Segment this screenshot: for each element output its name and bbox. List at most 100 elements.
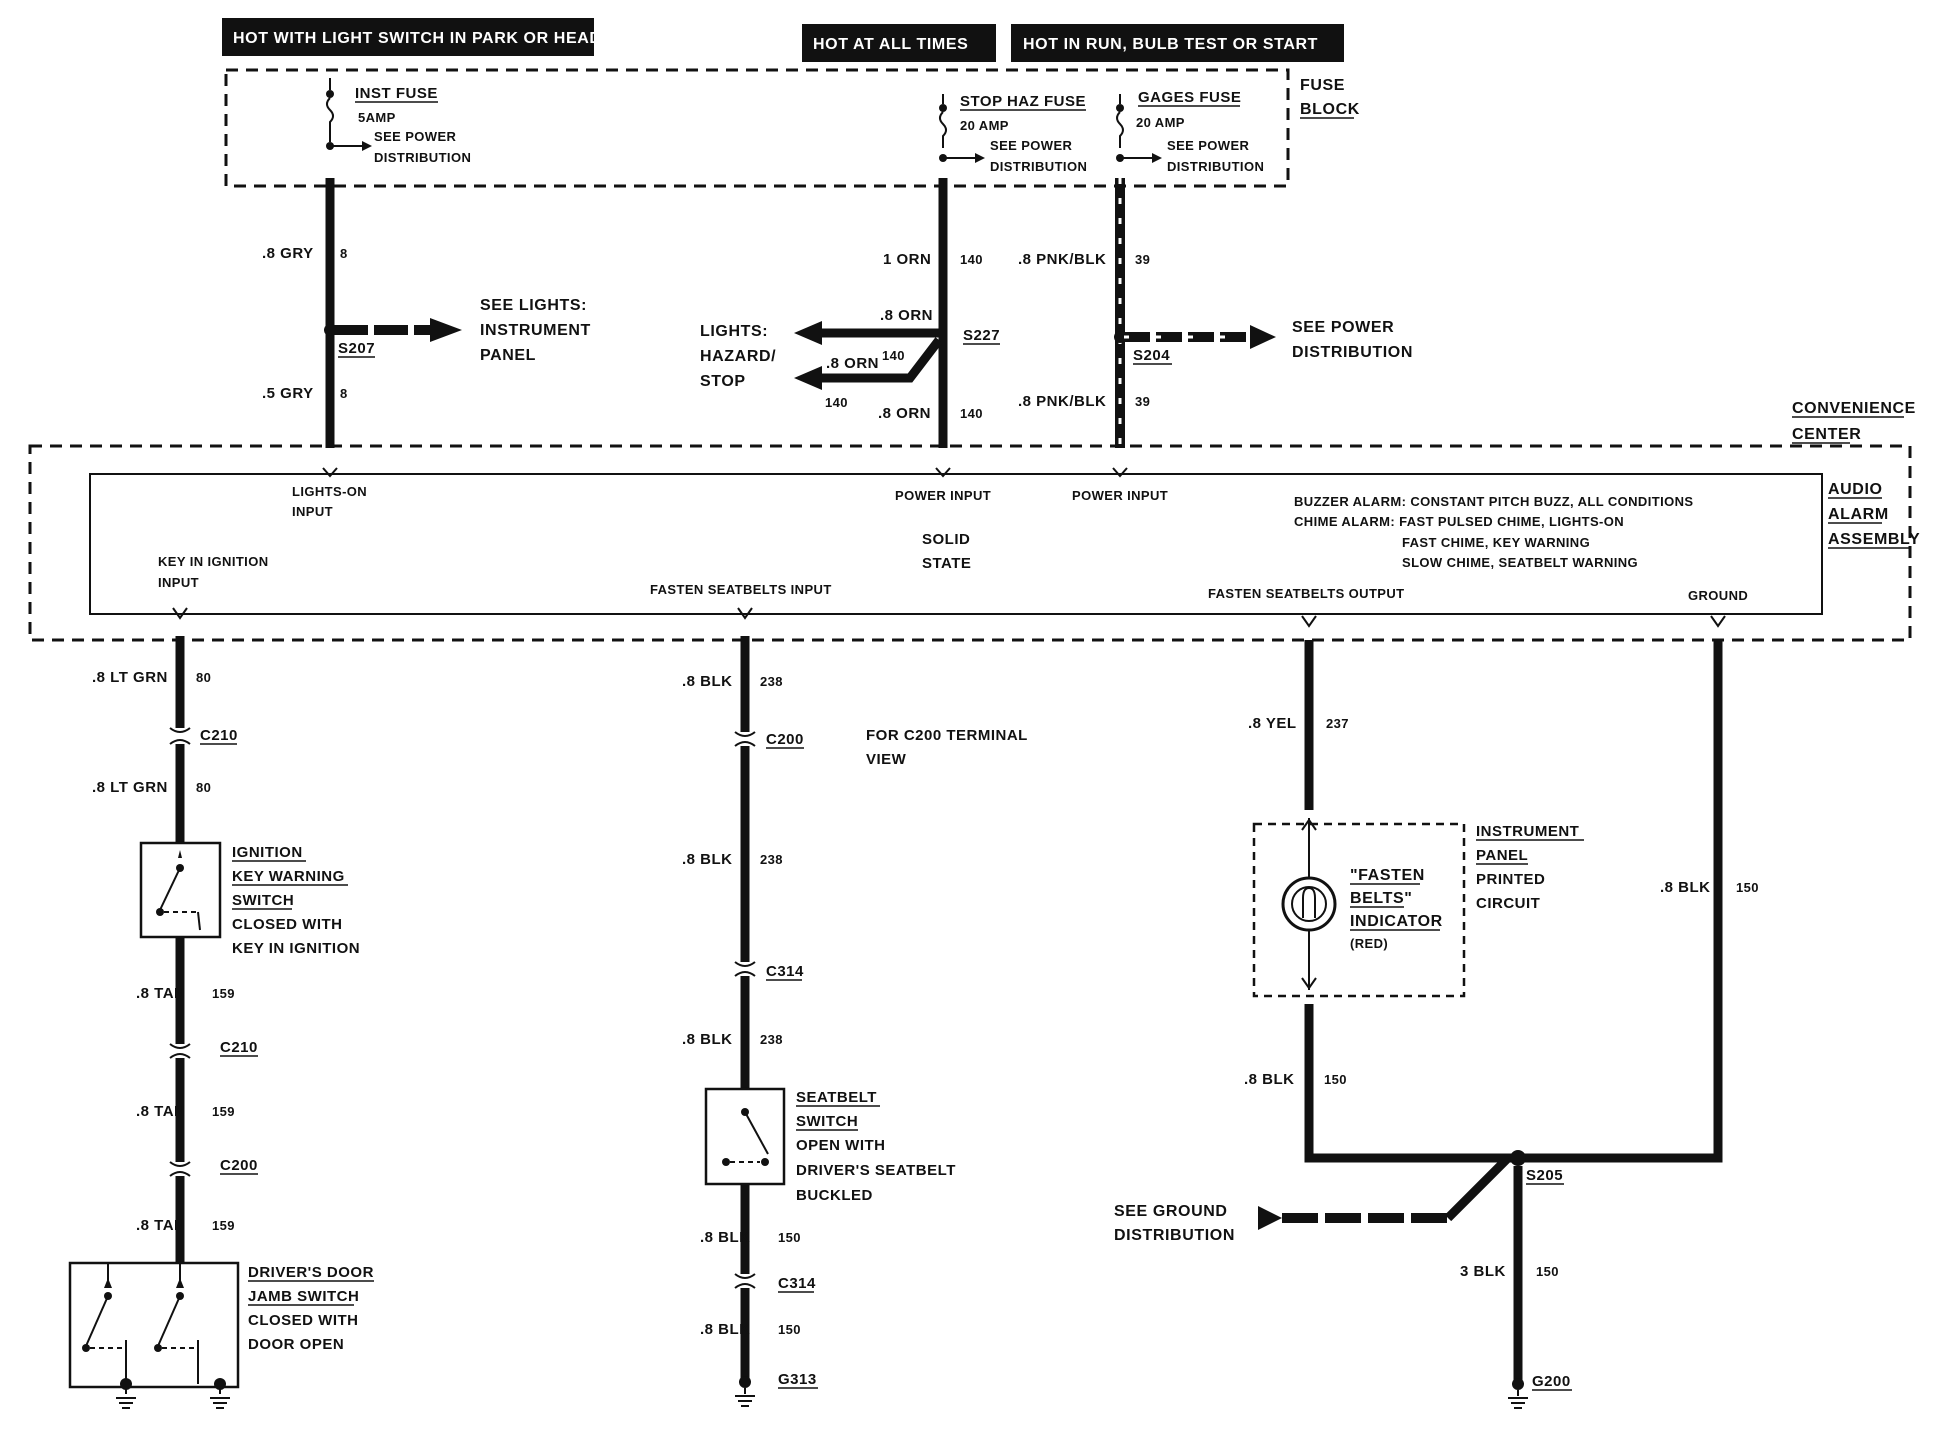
mid-w3-circuit: 238 (760, 1032, 783, 1047)
stop-haz-fuse-see2: DISTRIBUTION (990, 159, 1087, 174)
svg-text:INDICATOR: INDICATOR (1350, 913, 1443, 930)
fuse-block-label-2: BLOCK (1300, 101, 1360, 118)
ground-g313-symbol (735, 1376, 755, 1407)
pnk-lower-circuit: 39 (1135, 394, 1150, 409)
gry-lower-size: .5 GRY (262, 385, 314, 402)
power-arrow (1250, 325, 1276, 349)
svg-text:DOOR OPEN: DOOR OPEN (248, 1336, 344, 1353)
indicator-text: "FASTEN BELTS" INDICATOR (RED) (1350, 867, 1443, 951)
splice-s227: S227 (963, 327, 1000, 344)
left-w5-size: .8 TAN (136, 1217, 185, 1234)
inst-fuse-symbol (326, 78, 372, 151)
svg-text:DRIVER'S SEATBELT: DRIVER'S SEATBELT (796, 1162, 956, 1179)
right-w1-size: .8 YEL (1248, 715, 1297, 732)
instrument-panel-circuit-text: INSTRUMENT PANEL PRINTED CIRCUIT (1476, 823, 1584, 912)
header-run-bulb-text: HOT IN RUN, BULB TEST OR START (1023, 36, 1318, 53)
header-run-bulb: HOT IN RUN, BULB TEST OR START (1011, 24, 1344, 62)
orn-branch2-size: .8 ORN (826, 355, 879, 372)
inst-fuse-see2: DISTRIBUTION (374, 150, 471, 165)
svg-text:PRINTED: PRINTED (1476, 871, 1545, 888)
alarm-lights-on-1: LIGHTS-ON (292, 484, 367, 499)
ref-lights-ip-2: INSTRUMENT (480, 322, 591, 339)
alarm-desc-1: BUZZER ALARM: CONSTANT PITCH BUZZ, ALL C… (1294, 494, 1693, 509)
svg-text:IGNITION: IGNITION (232, 844, 303, 861)
gry-upper-size: .8 GRY (262, 245, 314, 262)
orn-lower-circuit: 140 (960, 406, 983, 421)
ref-lights-ip-1: SEE LIGHTS: (480, 297, 587, 314)
ref-lights-ip-3: PANEL (480, 347, 536, 364)
connector-c210b: C210 (220, 1039, 258, 1056)
header-light-switch-text: HOT WITH LIGHT SWITCH IN PARK OR HEAD (233, 30, 602, 47)
right-w4-circuit: 150 (1536, 1264, 1559, 1279)
gages-fuse-symbol (1116, 94, 1162, 163)
mid-w1-size: .8 BLK (682, 673, 733, 690)
ignition-key-switch-symbol (156, 850, 201, 931)
right-w2-size: .8 BLK (1244, 1071, 1295, 1088)
svg-text:SEATBELT: SEATBELT (796, 1089, 877, 1106)
mid-w3-size: .8 BLK (682, 1031, 733, 1048)
alarm-desc-4: SLOW CHIME, SEATBELT WARNING (1402, 555, 1638, 570)
alarm-title-2: ALARM (1828, 506, 1889, 523)
svg-text:PANEL: PANEL (1476, 847, 1528, 864)
mid-w5-circuit: 150 (778, 1322, 801, 1337)
svg-text:DRIVER'S DOOR: DRIVER'S DOOR (248, 1264, 374, 1281)
alarm-power-input-a: POWER INPUT (895, 488, 991, 503)
alarm-fasten-in: FASTEN SEATBELTS INPUT (650, 582, 832, 597)
alarm-power-input-b: POWER INPUT (1072, 488, 1168, 503)
indicator-lamp-symbol (1281, 818, 1337, 990)
pin-ground (1710, 615, 1726, 628)
orn-upper-circuit: 140 (960, 252, 983, 267)
alarm-solid-1: SOLID (922, 531, 970, 548)
connector-c314b-symbol (734, 1273, 756, 1289)
svg-text:CLOSED WITH: CLOSED WITH (232, 916, 343, 933)
hazard-arrow-2 (794, 366, 822, 390)
pin-key-in (172, 607, 188, 620)
seatbelt-switch-symbol (722, 1108, 769, 1166)
ref-lights-hz-1: LIGHTS: (700, 323, 768, 340)
stop-haz-fuse-amp: 20 AMP (960, 118, 1009, 133)
orn-branch2-circuit: 140 (882, 348, 905, 363)
door-jamb-switch-symbol (82, 1263, 230, 1409)
alarm-fasten-out: FASTEN SEATBELTS OUTPUT (1208, 586, 1405, 601)
left-w2-size: .8 LT GRN (92, 779, 168, 796)
inst-fuse-see1: SEE POWER (374, 129, 457, 144)
pin-fasten-out (1301, 615, 1317, 628)
left-w3-circuit: 159 (212, 986, 235, 1001)
header-light-switch: HOT WITH LIGHT SWITCH IN PARK OR HEAD (222, 18, 602, 56)
orn-branch1-size: .8 ORN (880, 307, 933, 324)
svg-text:(RED): (RED) (1350, 936, 1388, 951)
left-w1-size: .8 LT GRN (92, 669, 168, 686)
ground-g200: G200 (1532, 1373, 1571, 1390)
ignition-key-switch (139, 841, 222, 939)
gry-lower-circuit: 8 (340, 386, 348, 401)
hazard-arrow-1 (794, 321, 822, 345)
svg-text:SWITCH: SWITCH (796, 1113, 858, 1130)
gages-fuse-name: GAGES FUSE (1138, 89, 1241, 106)
mid-note-2: VIEW (866, 751, 907, 768)
left-w1-circuit: 80 (196, 670, 211, 685)
connector-c200-mid-symbol (734, 731, 756, 747)
inst-fuse-amp: 5AMP (358, 110, 396, 125)
orn-lower-size: .8 ORN (878, 405, 931, 422)
splice-s204: S204 (1133, 347, 1170, 364)
ref-power-1: SEE POWER (1292, 319, 1394, 336)
header-all-times: HOT AT ALL TIMES (802, 24, 996, 62)
gages-fuse-see2: DISTRIBUTION (1167, 159, 1264, 174)
svg-text:JAMB SWITCH: JAMB SWITCH (248, 1288, 359, 1305)
convenience-center-1: CONVENIENCE (1792, 400, 1916, 417)
alarm-solid-2: STATE (922, 555, 971, 572)
mid-w2-size: .8 BLK (682, 851, 733, 868)
left-w4-size: .8 TAN (136, 1103, 185, 1120)
pin-power-b (1112, 467, 1128, 478)
alarm-key-in-1: KEY IN IGNITION (158, 554, 269, 569)
connector-c314a-symbol (734, 961, 756, 977)
connector-c200-left: C200 (220, 1157, 258, 1174)
ref-power-2: DISTRIBUTION (1292, 344, 1413, 361)
connector-c210a: C210 (200, 727, 238, 744)
stop-haz-fuse-symbol (939, 94, 985, 163)
wire-orn-branch-2 (822, 337, 943, 383)
convenience-center-2: CENTER (1792, 426, 1861, 443)
mid-w5-size: .8 BLK (700, 1321, 751, 1338)
wire-blk-150-indicator (1304, 1004, 1518, 1163)
splice-s205: S205 (1526, 1167, 1563, 1184)
